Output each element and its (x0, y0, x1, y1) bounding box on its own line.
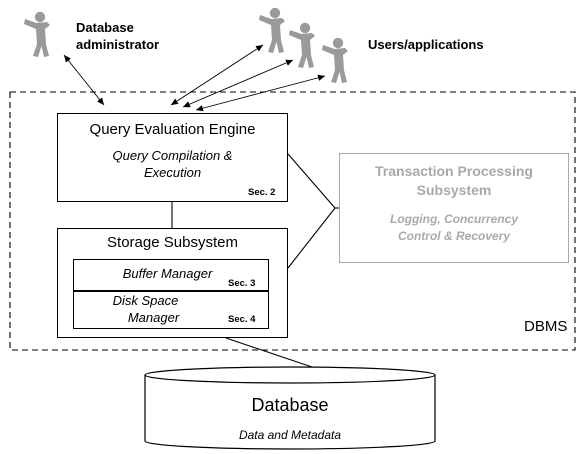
user-arrow-3 (195, 74, 326, 112)
tps-title-line-2: Subsystem (416, 182, 492, 198)
database-title: Database (251, 395, 329, 415)
user-arrow-2 (182, 59, 294, 108)
storage-database-connector (225, 337, 316, 369)
qee-subtitle-line-1: Query Compilation & (112, 148, 233, 163)
admin-arrow (63, 54, 105, 106)
qee-subtitle-line-2: Execution (143, 165, 202, 180)
query-evaluation-engine-box (57, 113, 288, 202)
qee-section-label: Sec. 2 (248, 187, 276, 198)
qee-tps-connector (287, 153, 336, 209)
disk-section-label: Sec. 4 (228, 314, 256, 325)
admin-person-icon (24, 11, 50, 57)
tps-subtitle-line-1: Logging, Concurrency (389, 212, 518, 226)
database-cylinder-top (144, 366, 436, 384)
storage-title: Storage Subsystem (107, 234, 238, 251)
disk-label-line-1: Disk Space (112, 293, 179, 308)
user-person-icon-3 (322, 37, 348, 83)
buffer-manager-label: Buffer Manager (122, 266, 213, 281)
admin-label-line-2: administrator (76, 37, 160, 52)
user-person-icon-2 (289, 22, 315, 68)
tps-subtitle-line-2: Control & Recovery (397, 229, 511, 243)
user-person-icon-1 (259, 7, 285, 53)
qee-title: Query Evaluation Engine (89, 121, 256, 138)
dbms-label: DBMS (524, 318, 568, 335)
disk-label-line-2: Manager (127, 310, 180, 325)
storage-tps-connector (287, 207, 336, 269)
transaction-processing-subsystem-box (339, 153, 569, 263)
users-label: Users/applications (368, 37, 484, 52)
admin-label-line-1: Database (76, 20, 134, 35)
database-subtitle: Data and Metadata (238, 428, 342, 442)
buffer-section-label: Sec. 3 (228, 278, 256, 289)
tps-title-line-1: Transaction Processing (375, 163, 533, 179)
database-cylinder-body (144, 375, 436, 450)
buffer-manager-box (73, 259, 269, 291)
disk-space-manager-box (73, 291, 269, 329)
